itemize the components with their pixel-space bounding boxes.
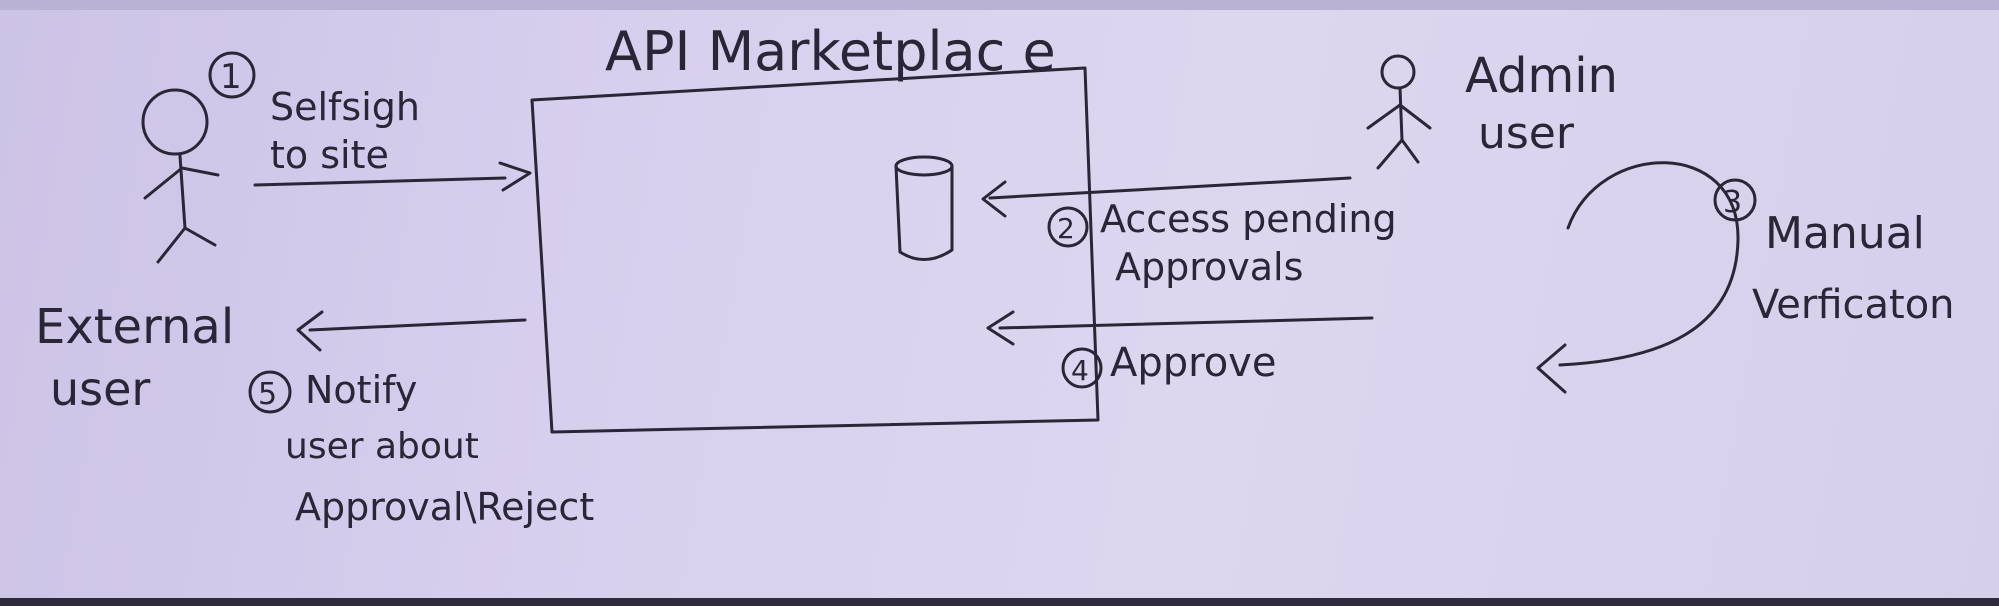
step5-label-line2: user about — [285, 426, 479, 467]
marketplace-box — [530, 66, 1100, 434]
step1-badge: 1 — [208, 51, 256, 99]
top-edge — [0, 0, 1999, 10]
step2-arrow — [981, 176, 1352, 218]
svg-text:3: 3 — [1723, 185, 1742, 220]
external-user-figure — [141, 88, 220, 264]
step5-label-line3: Approval\Reject — [295, 485, 594, 529]
step2-label-line1: Access pending — [1100, 197, 1397, 241]
step4-arrow — [986, 310, 1374, 346]
step1-label-line1: Selfsigh — [270, 85, 420, 129]
external-user-label-line1: External — [35, 299, 234, 355]
step2-badge: 2 — [1047, 206, 1089, 248]
marketplace-title: API Marketplac e — [605, 20, 1056, 83]
svg-text:1: 1 — [220, 57, 242, 97]
step5-label-line1: Notify — [305, 368, 417, 412]
bottom-edge — [0, 598, 1999, 606]
step3-badge: 3 — [1713, 178, 1757, 222]
admin-user-label-line2: user — [1478, 108, 1575, 159]
svg-text:5: 5 — [258, 377, 277, 412]
step1-label-line2: to site — [270, 133, 389, 177]
step2-label-line2: Approvals — [1115, 245, 1303, 289]
step4-badge: 4 — [1061, 347, 1103, 389]
svg-text:4: 4 — [1071, 354, 1089, 387]
step5-badge: 5 — [248, 370, 292, 414]
step3-loop-arrow — [1536, 161, 1740, 394]
step4-label: Approve — [1110, 340, 1276, 386]
step1-arrow — [253, 161, 532, 192]
step5-arrow — [296, 310, 527, 352]
admin-user-figure — [1366, 54, 1432, 170]
database-icon — [894, 155, 954, 261]
step3-label-line2: Verficaton — [1752, 282, 1955, 328]
svg-text:2: 2 — [1057, 212, 1075, 245]
admin-user-label-line1: Admin — [1465, 48, 1618, 104]
external-user-label-line2: user — [50, 362, 150, 416]
step3-label-line1: Manual — [1765, 208, 1925, 259]
